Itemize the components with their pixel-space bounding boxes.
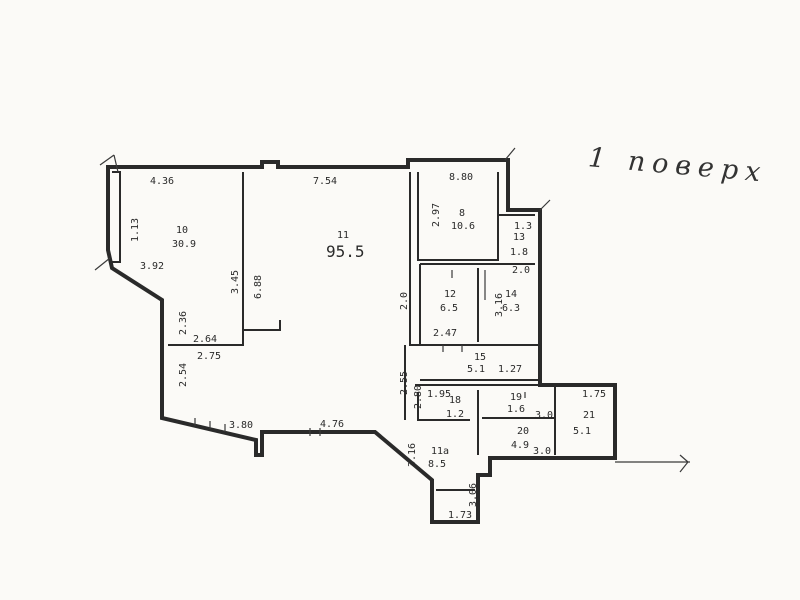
exterior-wall bbox=[106, 158, 617, 524]
dimension-label: 2.0 bbox=[512, 265, 531, 276]
room-number: 8 bbox=[459, 208, 466, 219]
dimension-label: 3.92 bbox=[140, 261, 165, 272]
dimension-label: 8.80 bbox=[449, 172, 474, 183]
dimension-label: 1.3 bbox=[514, 221, 533, 232]
dimension-label: 4.76 bbox=[320, 419, 345, 430]
room-area: 10.6 bbox=[451, 221, 476, 232]
dimension-label: 2.36 bbox=[178, 310, 190, 336]
room-area: 4.9 bbox=[511, 440, 530, 451]
dimension-label: 4.36 bbox=[150, 176, 175, 187]
dimension-label: 6.88 bbox=[253, 274, 265, 300]
room-area: 5.1 bbox=[467, 364, 486, 375]
dimension-label: 2.75 bbox=[197, 351, 222, 362]
dimension-label: 3.0 bbox=[533, 446, 552, 457]
dimension-label: 3.06 bbox=[468, 482, 480, 508]
room-number: 18 bbox=[449, 395, 462, 406]
dimension-label: 2.54 bbox=[178, 362, 190, 388]
dimension-label: 2.0 bbox=[399, 291, 411, 311]
interior-wall bbox=[168, 330, 244, 346]
room-area: 1.2 bbox=[446, 409, 465, 420]
interior-wall bbox=[417, 172, 499, 261]
room-area: 1.6 bbox=[507, 404, 526, 415]
dimension-label: 1.75 bbox=[582, 389, 607, 400]
room-number: 11 bbox=[337, 230, 350, 241]
room-number: 11а bbox=[431, 446, 450, 457]
room-number: 19 bbox=[510, 392, 523, 403]
room-number: 15 bbox=[474, 352, 487, 363]
break-mark bbox=[94, 147, 690, 473]
dimension-label: 3.45 bbox=[230, 269, 242, 295]
room-number: 21 bbox=[583, 410, 596, 421]
room-area: 6.5 bbox=[440, 303, 459, 314]
dimension-label: 2.55 bbox=[399, 370, 411, 396]
room-area: 5.1 bbox=[573, 426, 592, 437]
room-area: 8.5 bbox=[428, 459, 447, 470]
room-number: 12 bbox=[444, 289, 457, 300]
dimension-label: 1.95 bbox=[427, 389, 452, 400]
dimension-label: 1.27 bbox=[498, 364, 523, 375]
dimension-ticks bbox=[194, 270, 526, 436]
room-area: 30.9 bbox=[172, 239, 197, 250]
dimension-label: 1.13 bbox=[130, 217, 142, 243]
room-area: 95.5 bbox=[326, 242, 365, 261]
interior-wall bbox=[242, 172, 281, 331]
dimension-label: 2.64 bbox=[193, 334, 218, 345]
dimension-label: 3.16 bbox=[407, 442, 419, 468]
room-number: 20 bbox=[517, 426, 530, 437]
room-area: 6.3 bbox=[502, 303, 521, 314]
dimension-label: 3.0 bbox=[535, 410, 554, 421]
dimension-label: 7.54 bbox=[313, 176, 338, 187]
interior-wall bbox=[409, 172, 540, 346]
dimension-label: 3.16 bbox=[494, 292, 506, 318]
dimension-label: 2.80 bbox=[413, 384, 425, 410]
room-area: 1.8 bbox=[510, 247, 529, 258]
dimension-label: 2.47 bbox=[433, 328, 458, 339]
interior-wall bbox=[415, 384, 556, 455]
room-number: 10 bbox=[176, 225, 189, 236]
interior-wall bbox=[417, 392, 470, 421]
bay-window bbox=[112, 171, 121, 263]
dimension-label: 2.97 bbox=[431, 202, 443, 228]
dimension-label: 3.80 bbox=[229, 420, 254, 431]
room-number: 14 bbox=[505, 289, 518, 300]
dimension-label: 1.73 bbox=[448, 510, 473, 521]
room-number: 13 bbox=[513, 232, 526, 243]
